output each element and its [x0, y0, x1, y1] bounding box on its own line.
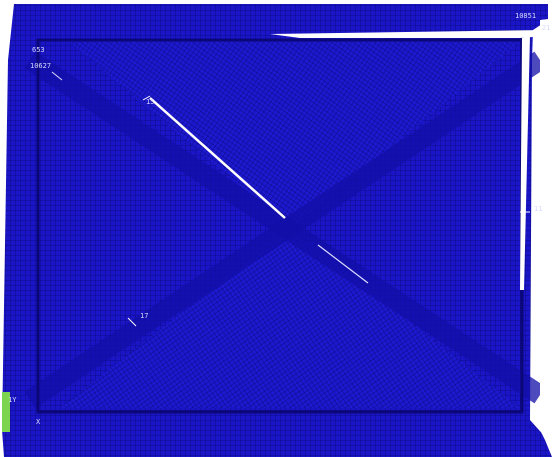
label-brace-upper: 15: [146, 98, 154, 106]
node-marker-lower: [127, 317, 137, 327]
crack-diagonal: [149, 97, 286, 219]
label-right-node: 11: [534, 205, 542, 213]
gap-right: [520, 36, 530, 290]
label-bottom-left-b: X: [36, 418, 41, 426]
label-bottom-left-a: 1Y: [8, 396, 17, 404]
panel-right: [290, 55, 520, 395]
crack-small: [51, 71, 63, 81]
panel-top: [70, 42, 520, 228]
support-marker: [2, 392, 10, 432]
top-frame: [30, 4, 548, 32]
node-marker-upper: [142, 95, 151, 101]
label-left-upper-b: 10627: [30, 62, 51, 70]
label-left-upper-a: 653: [32, 46, 45, 54]
crack-diagonal-2: [317, 244, 369, 284]
label-brace-lower: 17: [140, 312, 148, 320]
label-top-right-a: 10851: [515, 12, 536, 20]
gap-top: [270, 30, 545, 38]
brace-diagonal-b: [24, 51, 546, 409]
label-top-right-b: 21: [542, 24, 550, 32]
panel-bottom: [60, 228, 520, 408]
gap-right-edge: [540, 18, 557, 457]
panel-left: [40, 60, 290, 400]
